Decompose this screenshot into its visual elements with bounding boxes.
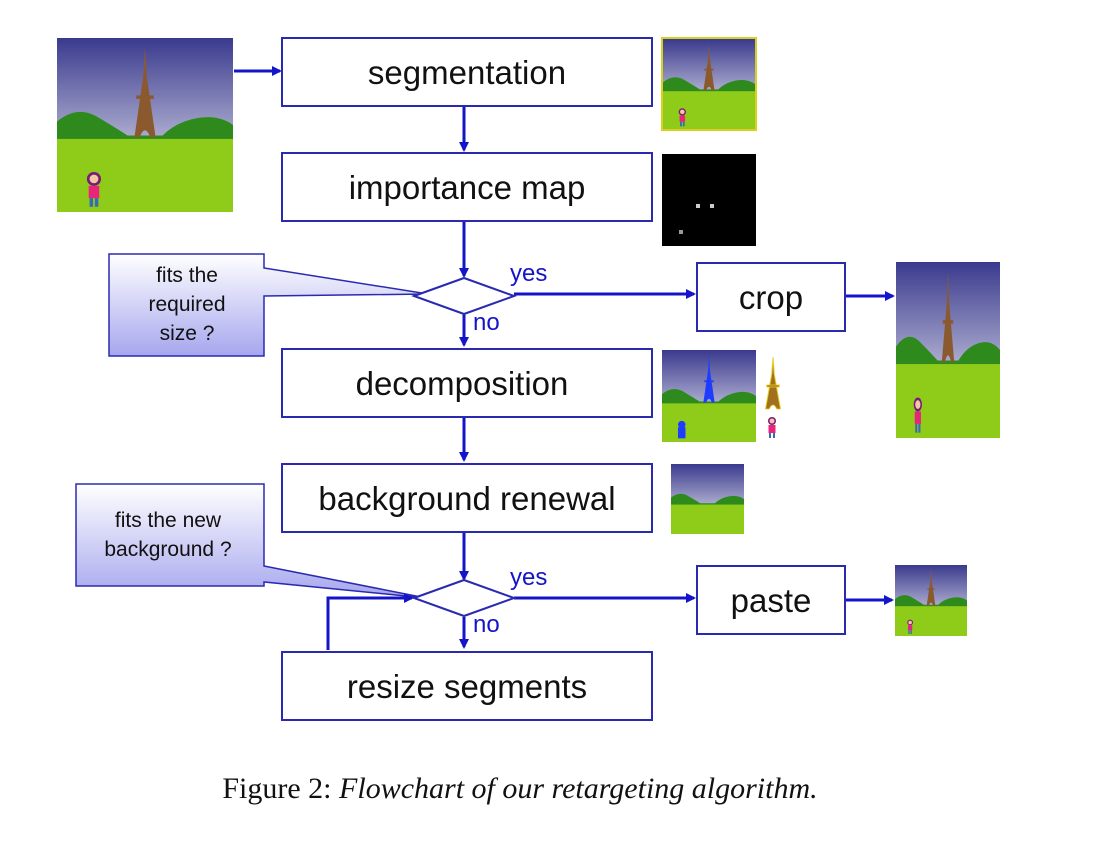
callout-line: background ? xyxy=(104,538,231,561)
figure-caption: Figure 2: Flowchart of our retargeting a… xyxy=(0,772,1040,806)
callout-line: fits the xyxy=(156,264,218,287)
step-background-renewal: background renewal xyxy=(281,463,653,533)
step-resize-segments: resize segments xyxy=(281,651,653,721)
decision-yes-label: yes xyxy=(510,260,547,287)
segmentation-result-icon xyxy=(661,37,757,131)
step-label: segmentation xyxy=(368,54,566,91)
background-renewal-icon xyxy=(671,464,744,534)
callout-line: fits the new xyxy=(115,509,222,532)
caption-prefix: Figure 2: xyxy=(222,772,332,805)
callout-line: required xyxy=(148,293,225,316)
decision-fits-new-background: yes no xyxy=(411,564,547,638)
step-decomposition: decomposition xyxy=(281,348,653,418)
crop-result-icon xyxy=(896,262,1000,438)
step-label: resize segments xyxy=(347,668,587,705)
decision-yes-label: yes xyxy=(510,564,547,591)
decomposition-tower-segment-icon xyxy=(764,356,782,410)
step-paste: paste xyxy=(696,565,846,635)
decision-no-label: no xyxy=(473,309,500,336)
paste-result-icon xyxy=(895,565,967,636)
step-label: importance map xyxy=(349,169,586,206)
step-label: decomposition xyxy=(356,365,569,402)
connectors xyxy=(234,66,895,650)
callout-fits-new-background: fits the new background ? xyxy=(75,483,427,599)
step-segmentation: segmentation xyxy=(281,37,653,107)
caption-text: Flowchart of our retargeting algorithm. xyxy=(339,772,818,805)
step-label: background renewal xyxy=(318,480,615,517)
step-crop: crop xyxy=(696,262,846,332)
callout-line: size ? xyxy=(160,322,215,345)
decomposition-girl-segment-icon xyxy=(768,417,776,438)
step-label: paste xyxy=(731,582,812,619)
importance-map-icon xyxy=(662,154,756,246)
decision-no-label: no xyxy=(473,611,500,638)
decomposition-background-icon xyxy=(662,350,756,442)
decision-fits-required-size: yes no xyxy=(411,260,547,336)
step-label: crop xyxy=(739,279,803,316)
arrow-resize-loop-back xyxy=(326,593,414,650)
step-importance-map: importance map xyxy=(281,152,653,222)
callout-fits-required-size: fits the required size ? xyxy=(108,253,429,357)
input-image-icon xyxy=(57,38,233,212)
